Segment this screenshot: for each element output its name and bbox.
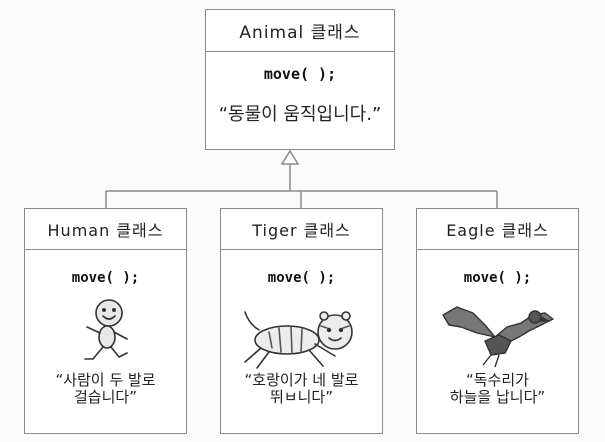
eagle-class-title: Eagle 클래스: [417, 209, 578, 250]
inheritance-arrowhead: [280, 149, 300, 165]
tiger-move-method: move( );: [267, 270, 336, 286]
eagle-move-output: “독수리가 하늘을 납니다”: [449, 371, 546, 407]
leaping-tiger-icon: [244, 311, 353, 369]
human-class-title: Human 클래스: [25, 209, 186, 250]
human-move-output: “사람이 두 발로 걸습니다”: [55, 371, 156, 407]
animal-move-output: “동물이 움직입니다.”: [218, 104, 382, 125]
eagle-move-method: move( );: [463, 270, 532, 286]
eagle-class-box: Eagle 클래스 move( ); “독수리가 하늘을 납니다”: [416, 208, 579, 434]
human-class-box: Human 클래스 move( ); “사람이 두 발로 걸습니다”: [24, 208, 187, 434]
animal-class-title: Animal 클래스: [206, 10, 394, 52]
animal-class-box: Animal 클래스 move( ); “동물이 움직입니다.”: [205, 9, 395, 150]
animal-move-method: move( );: [263, 65, 337, 83]
flying-eagle-icon: [442, 306, 554, 368]
tiger-class-title: Tiger 클래스: [221, 209, 382, 250]
tiger-class-box: Tiger 클래스 move( ); “호랑이가 네 발로 뛰ㅂ니다”: [220, 208, 383, 434]
tiger-move-output: “호랑이가 네 발로 뛰ㅂ니다”: [244, 371, 359, 407]
human-move-method: move( );: [71, 270, 140, 286]
running-person-icon: [84, 299, 128, 360]
